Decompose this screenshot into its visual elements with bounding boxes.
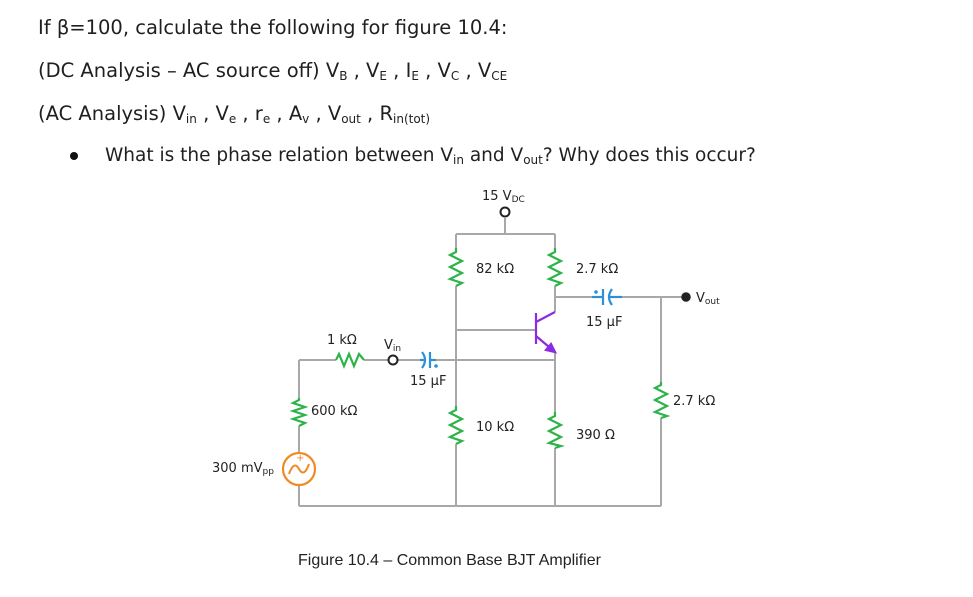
c-in-label: 15 µF — [410, 374, 447, 389]
vout-terminal — [681, 292, 691, 302]
resistor-2k7-collector-icon — [546, 248, 564, 287]
r-390-label: 390 Ω — [576, 428, 615, 443]
supply-terminal — [499, 206, 511, 218]
question-dc-analysis: (DC Analysis – AC source off) VB , VE , … — [38, 59, 508, 83]
r-2k7-collector-label: 2.7 kΩ — [576, 262, 619, 277]
supply-label: 15 VDC — [482, 189, 525, 205]
resistor-600k-icon — [289, 398, 309, 427]
resistor-10k-icon — [447, 406, 465, 445]
vout-label: Vout — [696, 291, 720, 307]
r-600k-label: 600 kΩ — [311, 404, 358, 419]
figure-caption: Figure 10.4 – Common Base BJT Amplifier — [298, 552, 601, 569]
svg-text:+: + — [296, 453, 304, 464]
r-load-label: 2.7 kΩ — [673, 394, 716, 409]
question-phase-relation: What is the phase relation between Vin a… — [105, 145, 756, 167]
question-beta: If β=100, calculate the following for fi… — [38, 16, 508, 39]
r-1k-label: 1 kΩ — [327, 333, 357, 348]
wires — [298, 218, 682, 507]
r-10k-label: 10 kΩ — [476, 420, 515, 435]
vin-terminal — [387, 354, 399, 366]
source-label: 300 mVpp — [212, 461, 274, 477]
ac-source-icon: + — [281, 451, 317, 487]
vin-label: Vin — [384, 338, 402, 354]
transistor-npn-icon — [534, 311, 558, 354]
c-out-label: 15 µF — [586, 315, 623, 330]
resistor-1k-icon — [335, 351, 365, 369]
r-82k-label: 82 kΩ — [476, 262, 515, 277]
resistor-load-icon — [652, 382, 671, 420]
capacitor-in-icon — [420, 351, 438, 369]
capacitor-out-icon — [592, 288, 622, 306]
resistor-82k-icon — [447, 248, 465, 287]
bullet-point — [70, 152, 78, 160]
resistor-390-icon — [545, 412, 565, 450]
question-ac-analysis: (AC Analysis) Vin , Ve , re , Av , Vout … — [38, 102, 431, 126]
